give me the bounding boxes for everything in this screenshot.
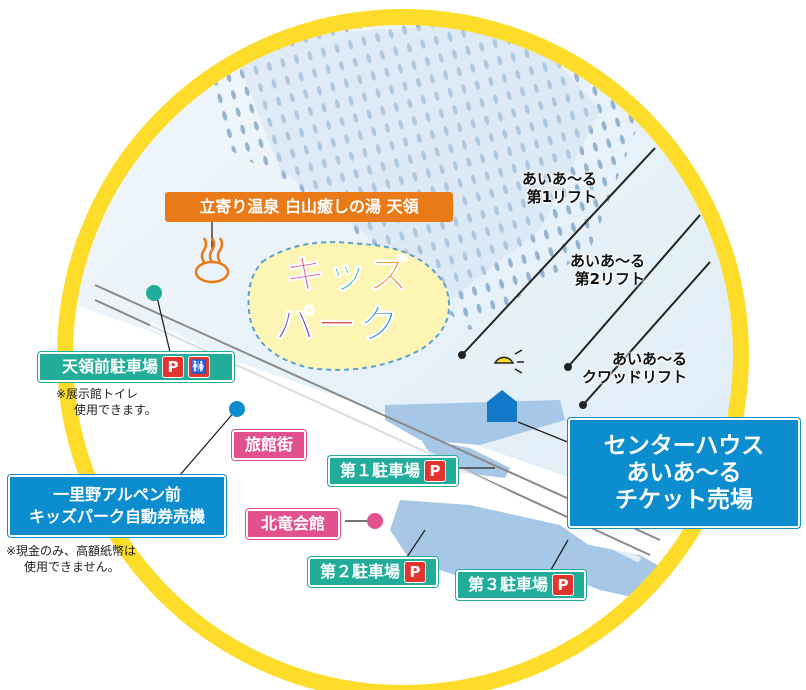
- lift-2-line: [567, 214, 701, 368]
- kids-park-char: ズ: [369, 252, 411, 298]
- hokuryu-label[interactable]: 北竜会館: [246, 509, 340, 539]
- parking-icon: P: [424, 460, 446, 482]
- light-icon: [493, 349, 524, 374]
- kiosk-label[interactable]: 一里野アルペン前 キッズパーク自動券売機: [8, 475, 226, 537]
- parking-icon: P: [162, 356, 184, 378]
- onsen-label[interactable]: 立寄り温泉 白山癒しの湯 天領: [165, 192, 453, 222]
- kids-park-area: [247, 241, 451, 371]
- tenryo-parking-note: ※展示館トイレ 使用できます。: [56, 387, 157, 418]
- tenryo-parking-label[interactable]: 天領前駐車場 P 🚻: [38, 352, 234, 382]
- lift-quad-label[interactable]: あいあ～る クワッドリフト: [582, 350, 688, 386]
- center-house-icon: [487, 390, 517, 422]
- parking3-label[interactable]: 第３駐車場 P: [456, 570, 586, 600]
- kiosk-marker: [229, 401, 245, 417]
- kids-park-char: ー: [317, 302, 359, 348]
- hot-spring-icon: [194, 237, 230, 284]
- kids-park-char: パ: [275, 302, 317, 348]
- lift-1-line: [461, 147, 656, 356]
- kids-park-title-line2: パーク: [275, 302, 401, 348]
- kids-park-char: キ: [285, 252, 327, 298]
- parking2-label[interactable]: 第２駐車場 P: [308, 557, 438, 587]
- parking-icon: P: [404, 561, 426, 583]
- kids-park-char: ク: [359, 302, 401, 348]
- lift-2-label[interactable]: あいあ～る 第2リフト: [570, 252, 646, 288]
- forest-area: [200, 10, 640, 330]
- tenryo-parking-marker: [146, 285, 162, 301]
- toilet-icon: 🚻: [188, 356, 210, 378]
- kids-park-char: ッ: [327, 252, 369, 298]
- center-house-label[interactable]: センターハウス あいあ～る チケット売場: [568, 418, 800, 528]
- kids-park-title-line1: キッズ: [285, 252, 411, 298]
- hokuryu-marker: [367, 513, 383, 529]
- ryokan-label[interactable]: 旅館街: [232, 430, 306, 460]
- lift-quad-line: [582, 261, 711, 406]
- center-lot: [385, 400, 565, 445]
- road: [94, 284, 661, 541]
- lift-1-label[interactable]: あいあ～る 第1リフト: [522, 170, 598, 206]
- parking1-label[interactable]: 第１駐車場 P: [328, 456, 458, 486]
- parking-icon: P: [552, 574, 574, 596]
- kiosk-note: ※現金のみ、高額紙幣は 使用できません。: [6, 544, 137, 575]
